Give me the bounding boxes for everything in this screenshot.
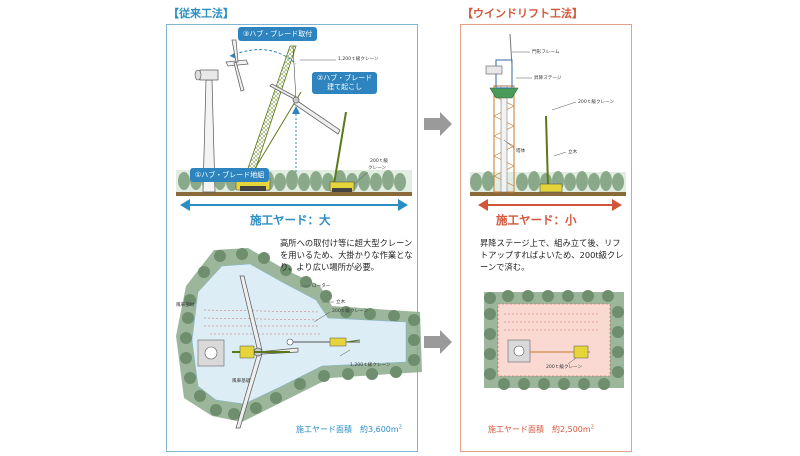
plan-label-crane-200t: 200ｔ級クレーン bbox=[332, 309, 369, 314]
label-gate-frame: 門形フレーム bbox=[532, 50, 560, 55]
windlift-method-panel bbox=[460, 24, 632, 452]
left-rotor-uprighting bbox=[269, 83, 341, 135]
label-crane-200t-line2: クレーン bbox=[368, 166, 387, 171]
left-wind-tower bbox=[194, 69, 219, 193]
right-plan-label-crane: 200ｔ級クレーン bbox=[546, 365, 583, 370]
plan-label-rotor: ローター bbox=[312, 284, 331, 289]
left-area-text: 施工ヤード面積 約3,600m bbox=[296, 425, 399, 434]
step2-callout: ②ハブ・ブレード 建て起こし bbox=[312, 72, 378, 94]
plan-label-windmill-parts: 風車部材 bbox=[176, 303, 195, 308]
step1-callout: ①ハブ・ブレード地組 bbox=[190, 168, 270, 182]
left-arrowhead-icon bbox=[180, 199, 190, 211]
conventional-method-title: 【従来工法】 bbox=[168, 7, 234, 20]
right-description: 昇降ステージ上で、組み立て後、リフトアップすればよいため、200t級クレーンで済… bbox=[480, 238, 624, 272]
right-area-unit-sup: 2 bbox=[590, 424, 594, 431]
label-right-crane-200t: 200ｔ級クレーン bbox=[578, 100, 615, 105]
plan-label-windmill-base: 風車基礎 bbox=[232, 379, 251, 384]
left-hanging-rotor bbox=[225, 39, 249, 92]
right-ground bbox=[470, 192, 626, 196]
plan-label-crane-1200t: 1,200ｔ級クレーン bbox=[350, 363, 391, 368]
label-tower-body: 塔体 bbox=[516, 149, 526, 154]
right-plan-view bbox=[484, 290, 624, 390]
right-yard-size-label: 施工ヤード：小 bbox=[496, 213, 577, 227]
label-mast: 立木 bbox=[568, 150, 578, 155]
right-windlift-tower bbox=[485, 33, 519, 193]
left-yard-size-label: 施工ヤード：大 bbox=[250, 213, 331, 227]
up-arrow-icon bbox=[292, 106, 300, 114]
right-right-arrowhead-icon bbox=[612, 199, 622, 211]
right-left-arrowhead-icon bbox=[478, 199, 488, 211]
plan-label-tower: 立木 bbox=[336, 300, 346, 305]
left-ground bbox=[176, 192, 412, 196]
left-crane-200t bbox=[329, 111, 355, 192]
step3-callout: ③ハブ・ブレード取付 bbox=[238, 27, 318, 41]
windlift-method-title: 【ウインドリフト工法】 bbox=[462, 7, 583, 20]
label-lift-stage: 昇降ステージ bbox=[534, 76, 562, 81]
right-arrowhead-icon bbox=[398, 199, 408, 211]
compare-arrow-upper-icon bbox=[424, 112, 452, 136]
left-area-unit-sup: 2 bbox=[398, 424, 402, 431]
step2-callout-line2: 建て起こし bbox=[327, 83, 363, 91]
left-description: 高所への取付け等に超大型クレーンを用いるため、大掛かりな作業となり、より広い場所… bbox=[280, 238, 413, 272]
left-area-label: 施工ヤード面積 約3,600m2 bbox=[296, 424, 402, 435]
right-area-text: 施工ヤード面積 約2,500m bbox=[488, 425, 591, 434]
left-plan-view bbox=[176, 248, 422, 429]
conventional-method-panel bbox=[166, 24, 418, 452]
compare-arrow-lower-icon bbox=[424, 330, 452, 354]
right-crane-200t bbox=[539, 115, 563, 193]
label-crane-1200t: 1,200ｔ級クレーン bbox=[338, 57, 379, 62]
label-crane-200t-line1: 200ｔ級 bbox=[370, 159, 388, 164]
right-area-label: 施工ヤード面積 約2,500m2 bbox=[488, 424, 594, 435]
step2-callout-line1: ②ハブ・ブレード bbox=[317, 74, 373, 82]
